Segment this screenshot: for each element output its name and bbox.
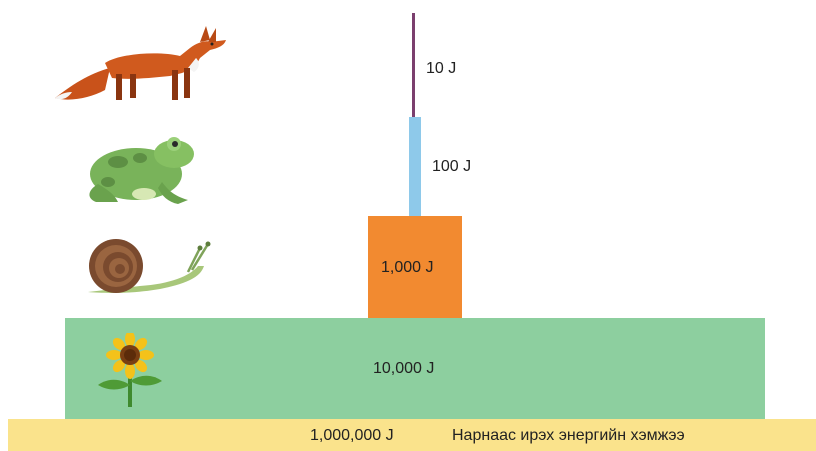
frog-icon [89, 137, 194, 204]
producer-energy-label: 10,000 J [373, 360, 435, 377]
tertiary-consumer-energy-label: 10 J [426, 60, 457, 77]
tertiary-consumer-bar [412, 13, 415, 117]
secondary-consumer-bar [409, 117, 421, 216]
sun-energy-bar [8, 419, 816, 451]
secondary-consumer-energy-label: 100 J [432, 158, 472, 175]
primary-consumer-bar [368, 216, 462, 318]
fox-icon [55, 26, 226, 100]
sunflower-icon [98, 333, 162, 407]
snail-icon [88, 239, 211, 293]
producer-level-bar [65, 318, 765, 419]
sun-energy-label: 1,000,000 J [310, 427, 394, 444]
sun-energy-caption: Нарнаас ирэх энергийн хэмжээ [452, 427, 685, 444]
primary-consumer-energy-label: 1,000 J [381, 259, 434, 276]
